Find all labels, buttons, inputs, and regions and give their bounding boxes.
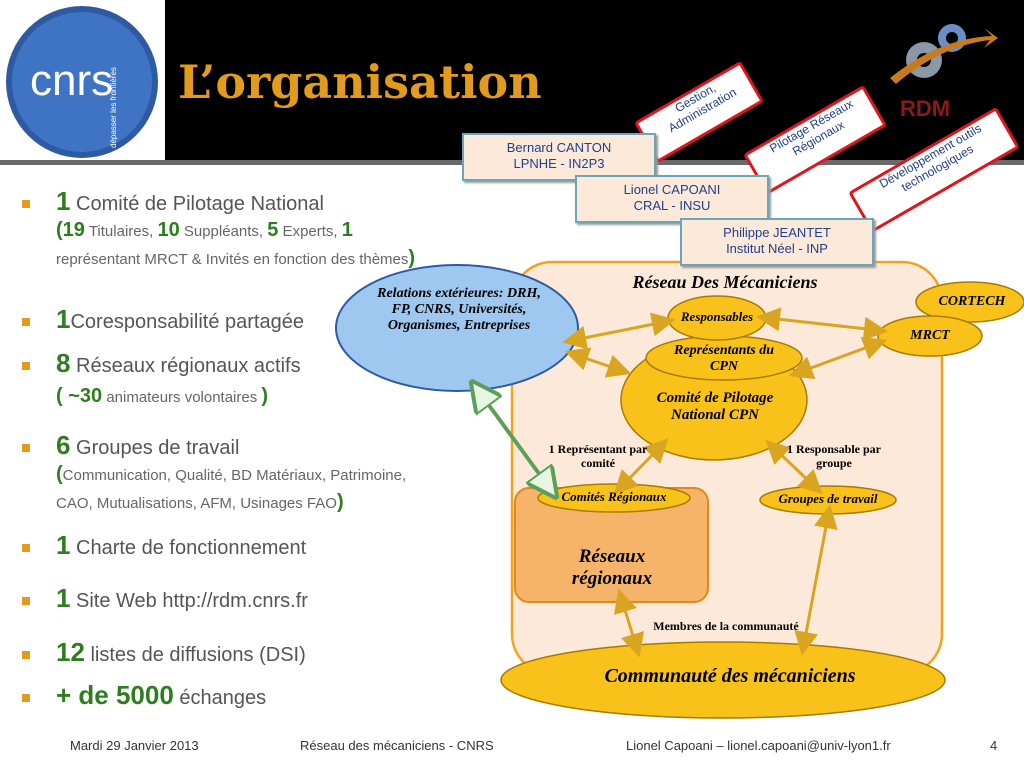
communaute-text: Communauté des mécaniciens xyxy=(604,665,856,687)
bullet-detail: (Communication, Qualité, BD Matériaux, P… xyxy=(56,463,407,513)
person-name: Lionel CAPOANI xyxy=(623,182,721,197)
bullet-text: Comité de Pilotage National xyxy=(70,193,324,215)
network-title: Réseau Des Mécaniciens xyxy=(632,272,818,292)
membres-label: Membres de la communauté xyxy=(653,619,799,633)
bullet-marker xyxy=(22,200,30,208)
person-affiliation: LPNHE - IN2P3 xyxy=(513,156,605,172)
bullet-listes: 12 listes de diffusions (DSI) xyxy=(22,639,442,668)
person-box-jeantet: Philippe JEANTET Institut Néel - INP xyxy=(680,218,874,266)
bullet-number: 1 xyxy=(56,530,71,560)
bullet-number: 1 xyxy=(56,583,71,613)
footer-date: Mardi 29 Janvier 2013 xyxy=(70,738,199,753)
svg-text:RDM: RDM xyxy=(900,96,950,121)
bullet-number: 12 xyxy=(56,637,85,667)
person-box-canton: Bernard CANTON LPNHE - IN2P3 xyxy=(462,133,656,181)
person-affiliation: Institut Néel - INP xyxy=(726,241,828,257)
bullet-text: listes de diffusions (DSI) xyxy=(84,644,306,666)
bullet-text: Réseaux régionaux actifs xyxy=(70,355,301,377)
bullet-marker xyxy=(22,694,30,702)
cnrs-logo-text: cnrs xyxy=(30,56,113,105)
bullet-charte: 1 Charte de fonctionnement xyxy=(22,532,442,561)
rdm-logo: RDM xyxy=(890,24,998,121)
bullet-detail: ( ~30 animateurs volontaires ) xyxy=(56,385,269,407)
bullet-text: Site Web http://rdm.cnrs.fr xyxy=(70,590,308,612)
responsables-text: Responsables xyxy=(680,309,754,324)
relations-text: Relations extérieures: DRH, FP, CNRS, Un… xyxy=(377,286,541,334)
bullet-marker xyxy=(22,444,30,452)
bullet-echanges: + de 5000 échanges xyxy=(22,682,442,711)
person-name: Bernard CANTON xyxy=(506,140,612,155)
cortech-ellipse xyxy=(915,281,1024,323)
bullet-marker xyxy=(22,651,30,659)
cpn-text: Comité de Pilotage National CPN xyxy=(656,390,774,424)
bullet-text: Charte de fonctionnement xyxy=(70,537,307,559)
resp-groupe-label: 1 Responsable par groupe xyxy=(786,442,881,470)
bullet-number: 1 xyxy=(56,304,71,334)
bullet-site-web: 1 Site Web http://rdm.cnrs.fr xyxy=(22,585,442,614)
comites-text: Comités Régionaux xyxy=(561,489,667,504)
reseaux-text: Réseaux régionaux xyxy=(571,546,653,589)
bullet-marker xyxy=(22,318,30,326)
footer-author: Lionel Capoani – lionel.capoani@univ-lyo… xyxy=(626,738,891,753)
groupes-text: Groupes de travail xyxy=(778,491,878,506)
communaute-ellipse xyxy=(500,641,946,719)
bullet-cpn: 1 Comité de Pilotage National (19 Titula… xyxy=(22,188,442,273)
cnrs-logo: cnrs dépasser les frontières xyxy=(6,6,158,158)
person-name: Philippe JEANTET xyxy=(723,225,831,240)
rep-comite-label: 1 Représentant par comité xyxy=(548,442,648,470)
bullet-number: 8 xyxy=(56,348,71,378)
bullet-text: Groupes de travail xyxy=(70,437,240,459)
bullet-number: 1 xyxy=(56,186,71,216)
bullet-marker xyxy=(22,544,30,552)
mrct-text: MRCT xyxy=(910,328,950,343)
bullet-marker xyxy=(22,597,30,605)
bullet-reseaux: 8 Réseaux régionaux actifs ( ~30 animate… xyxy=(22,350,442,415)
bullet-text: Coresponsabilité partagée xyxy=(70,311,304,333)
person-box-capoani: Lionel CAPOANI CRAL - INSU xyxy=(575,175,769,223)
bullet-detail: (19 Titulaires, 10 Suppléants, 5 Experts… xyxy=(56,219,416,269)
bullet-number: + de 5000 xyxy=(56,680,174,710)
page-title: L’organisation xyxy=(178,55,542,109)
cnrs-logo-tagline: dépasser les frontières xyxy=(109,67,118,148)
tag-developpement xyxy=(849,108,1019,232)
footer-center: Réseau des mécaniciens - CNRS xyxy=(300,738,494,753)
bullet-number: 6 xyxy=(56,430,71,460)
tag-pilotage xyxy=(744,86,886,194)
cortech-text: CORTECH xyxy=(938,294,1006,309)
bullet-coresponsabilite: 1Coresponsabilité partagée xyxy=(22,306,442,335)
representants-text: Représentants du CPN xyxy=(674,343,774,375)
bullet-text: échanges xyxy=(173,687,267,709)
bullet-marker xyxy=(22,362,30,370)
page-number: 4 xyxy=(990,738,998,753)
logo-area: cnrs dépasser les frontières xyxy=(0,0,165,160)
bullet-groupes: 6 Groupes de travail (Communication, Qua… xyxy=(22,432,442,517)
person-affiliation: CRAL - INSU xyxy=(633,198,711,214)
